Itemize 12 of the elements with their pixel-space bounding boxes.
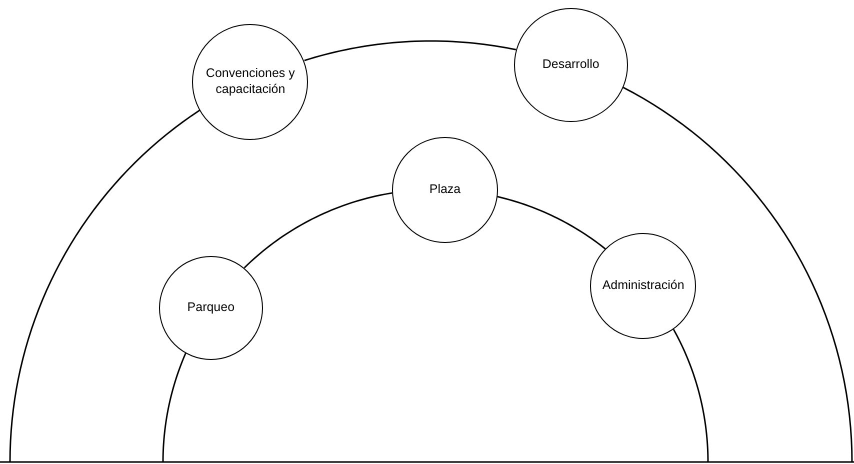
node-label: Parqueo (187, 300, 235, 316)
ring-connector (304, 40, 516, 62)
ring-connector (162, 352, 186, 462)
node-label: Plaza (429, 182, 461, 198)
ring-connector (672, 328, 709, 462)
ring-connector (9, 110, 200, 462)
ring-connector (497, 196, 606, 250)
ring-connector (622, 86, 853, 462)
node-label: Desarrollo (542, 57, 600, 73)
ring-connector (244, 192, 392, 268)
node-label: Convenciones y capacitación (204, 66, 296, 98)
node-label: Administración (602, 278, 684, 294)
